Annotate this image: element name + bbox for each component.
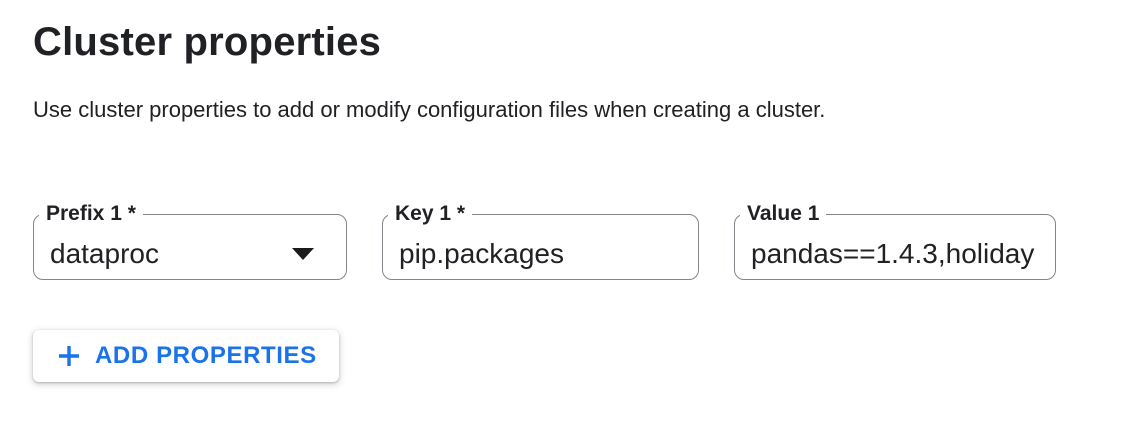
value-input[interactable] — [751, 238, 1047, 270]
key-field-label: Key 1 * — [395, 202, 466, 225]
cluster-properties-section: Cluster properties Use cluster propertie… — [33, 18, 1122, 382]
plus-icon — [59, 346, 79, 366]
prefix-selected-value: dataproc — [50, 238, 159, 269]
key-input[interactable] — [399, 238, 690, 270]
prefix-select-field[interactable]: Prefix 1 * dataproc — [33, 203, 347, 280]
value-field: Value 1 — [734, 203, 1056, 280]
value-field-label: Value 1 — [747, 202, 820, 225]
prefix-field-label: Prefix 1 * — [46, 202, 136, 225]
arrow-drop-down-icon[interactable] — [292, 248, 314, 260]
add-properties-label: ADD PROPERTIES — [95, 342, 317, 369]
key-field: Key 1 * — [382, 203, 699, 280]
page-title: Cluster properties — [33, 20, 382, 64]
property-fields-row: Prefix 1 * dataproc Key 1 * Value 1 — [33, 203, 1122, 280]
add-properties-button[interactable]: ADD PROPERTIES — [33, 330, 339, 382]
page-description: Use cluster properties to add or modify … — [33, 97, 826, 122]
prefix-select-control[interactable]: dataproc — [50, 238, 336, 270]
